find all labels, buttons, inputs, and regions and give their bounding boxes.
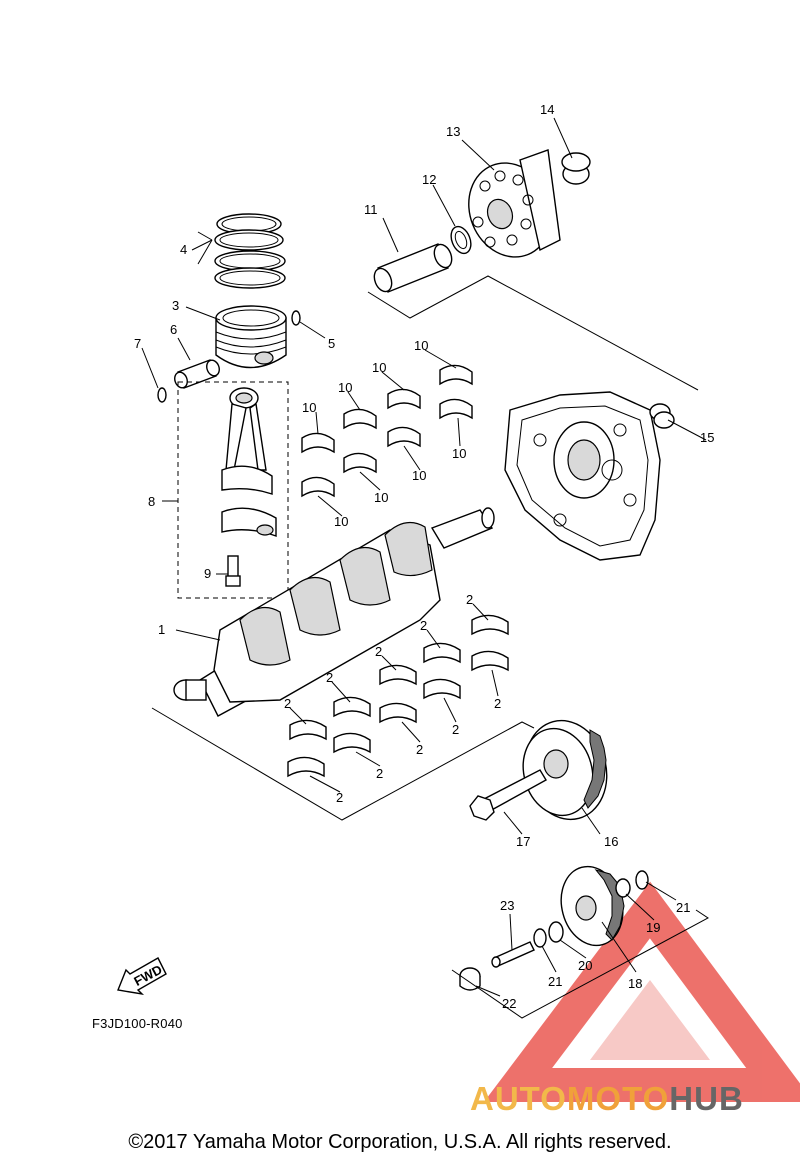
watermark-logo-text: AUTOMOTOHUB (470, 1080, 744, 1118)
callout-5: 5 (328, 336, 335, 351)
callout-14: 14 (540, 102, 554, 117)
drive-shaft-11 (373, 243, 453, 293)
callout-10: 10 (338, 380, 352, 395)
washer-20 (548, 921, 564, 943)
callout-10: 10 (414, 338, 428, 353)
callout-2: 2 (494, 696, 501, 711)
callout-2: 2 (420, 618, 427, 633)
callout-6: 6 (170, 322, 177, 337)
crankshaft (173, 507, 495, 717)
conrod-bearings (301, 364, 473, 498)
callout-4: 4 (180, 242, 187, 257)
callout-10: 10 (452, 446, 466, 461)
callout-21: 21 (548, 974, 562, 989)
leader-group-2 (151, 707, 535, 821)
connecting-rod-assembly-box (177, 381, 289, 599)
watermark-moto: MOTO (566, 1080, 670, 1117)
seal-15 (649, 403, 675, 429)
callout-16: 16 (604, 834, 618, 849)
callout-7: 7 (134, 336, 141, 351)
callout-2: 2 (452, 722, 459, 737)
callout-2: 2 (326, 670, 333, 685)
flywheel-16 (522, 719, 608, 821)
callout-10: 10 (374, 490, 388, 505)
circlip-5 (291, 310, 301, 326)
callout-23: 23 (500, 898, 514, 913)
main-bearings (287, 614, 509, 778)
callout-labels: 1 2 2 2 2 2 2 2 2 2 2 3 4 5 6 7 8 9 10 1… (134, 102, 714, 1011)
diagram-code: F3JD100-R040 (92, 1016, 183, 1031)
callout-2: 2 (466, 592, 473, 607)
callout-1: 1 (158, 622, 165, 637)
watermark-auto: AUTO (470, 1080, 567, 1117)
piston-pin (174, 359, 220, 389)
callout-2: 2 (376, 766, 383, 781)
shaft-23 (491, 941, 535, 968)
copyright-notice: ©2017 Yamaha Motor Corporation, U.S.A. A… (128, 1131, 672, 1153)
circlip-21-lower (533, 928, 547, 948)
callout-15: 15 (700, 430, 714, 445)
callout-11: 11 (364, 202, 378, 217)
callout-10: 10 (372, 360, 386, 375)
callout-2: 2 (336, 790, 343, 805)
coupling-13 (468, 149, 561, 258)
plug-14 (561, 152, 591, 185)
callout-8: 8 (148, 494, 155, 509)
callout-18: 18 (628, 976, 642, 991)
callout-19: 19 (646, 920, 660, 935)
connecting-rod (221, 387, 277, 537)
callout-2: 2 (416, 742, 423, 757)
rod-bolt (225, 555, 241, 587)
callout-9: 9 (204, 566, 211, 581)
callout-17: 17 (516, 834, 530, 849)
watermark-hub: HUB (669, 1080, 744, 1117)
oil-seal-12 (450, 225, 472, 255)
callout-22: 22 (502, 996, 516, 1011)
callout-12: 12 (422, 172, 436, 187)
watermark-logo-triangle (483, 881, 800, 1102)
leader-group-18-23 (451, 909, 709, 1019)
bolt-17 (469, 769, 547, 821)
fwd-arrow-icon: FWD (117, 957, 167, 996)
callout-10: 10 (302, 400, 316, 415)
callout-2: 2 (375, 644, 382, 659)
circlip-21-upper (635, 870, 649, 890)
leader-lines (141, 117, 707, 997)
callout-20: 20 (578, 958, 592, 973)
callout-13: 13 (446, 124, 460, 139)
washer-19 (615, 878, 631, 898)
callout-10: 10 (412, 468, 426, 483)
piston (215, 305, 287, 369)
callout-21: 21 (676, 900, 690, 915)
callout-2: 2 (284, 696, 291, 711)
callout-3: 3 (172, 298, 179, 313)
callout-10: 10 (334, 514, 348, 529)
leader-group-11-15 (367, 275, 699, 391)
piston-rings (214, 213, 286, 289)
circlip-7 (157, 387, 167, 403)
crankcase-housing (504, 391, 661, 561)
